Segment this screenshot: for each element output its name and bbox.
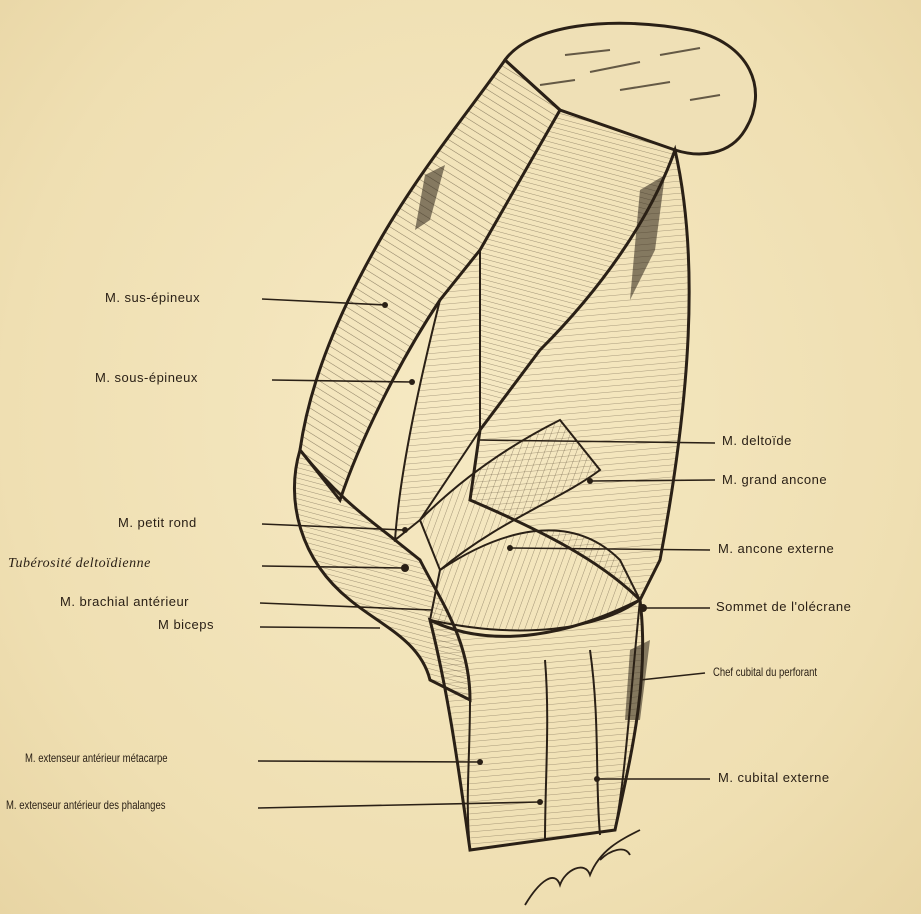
label-sous-epineux: M. sous-épineux bbox=[95, 370, 198, 385]
label-chef-cubital: Chef cubital du perforant bbox=[713, 666, 817, 680]
label-petit-rond: M. petit rond bbox=[118, 515, 197, 530]
label-extenseur-metacarpe: M. extenseur antérieur métacarpe bbox=[25, 752, 168, 766]
label-extenseur-phalanges: M. extenseur antérieur des phalanges bbox=[6, 799, 166, 813]
label-ancone-externe: M. ancone externe bbox=[718, 541, 834, 556]
label-deltoide: M. deltoïde bbox=[722, 433, 792, 448]
label-biceps: M biceps bbox=[158, 617, 214, 632]
label-sus-epineux: M. sus-épineux bbox=[105, 290, 200, 305]
forearm-shape bbox=[430, 600, 643, 850]
label-tuberosite: Tubérosité deltoïdienne bbox=[8, 556, 151, 572]
label-cubital-externe: M. cubital externe bbox=[718, 770, 830, 785]
label-olecrane: Sommet de l'olécrane bbox=[716, 599, 851, 614]
label-grand-ancone: M. grand ancone bbox=[722, 472, 827, 487]
label-brachial: M. brachial antérieur bbox=[60, 594, 189, 609]
